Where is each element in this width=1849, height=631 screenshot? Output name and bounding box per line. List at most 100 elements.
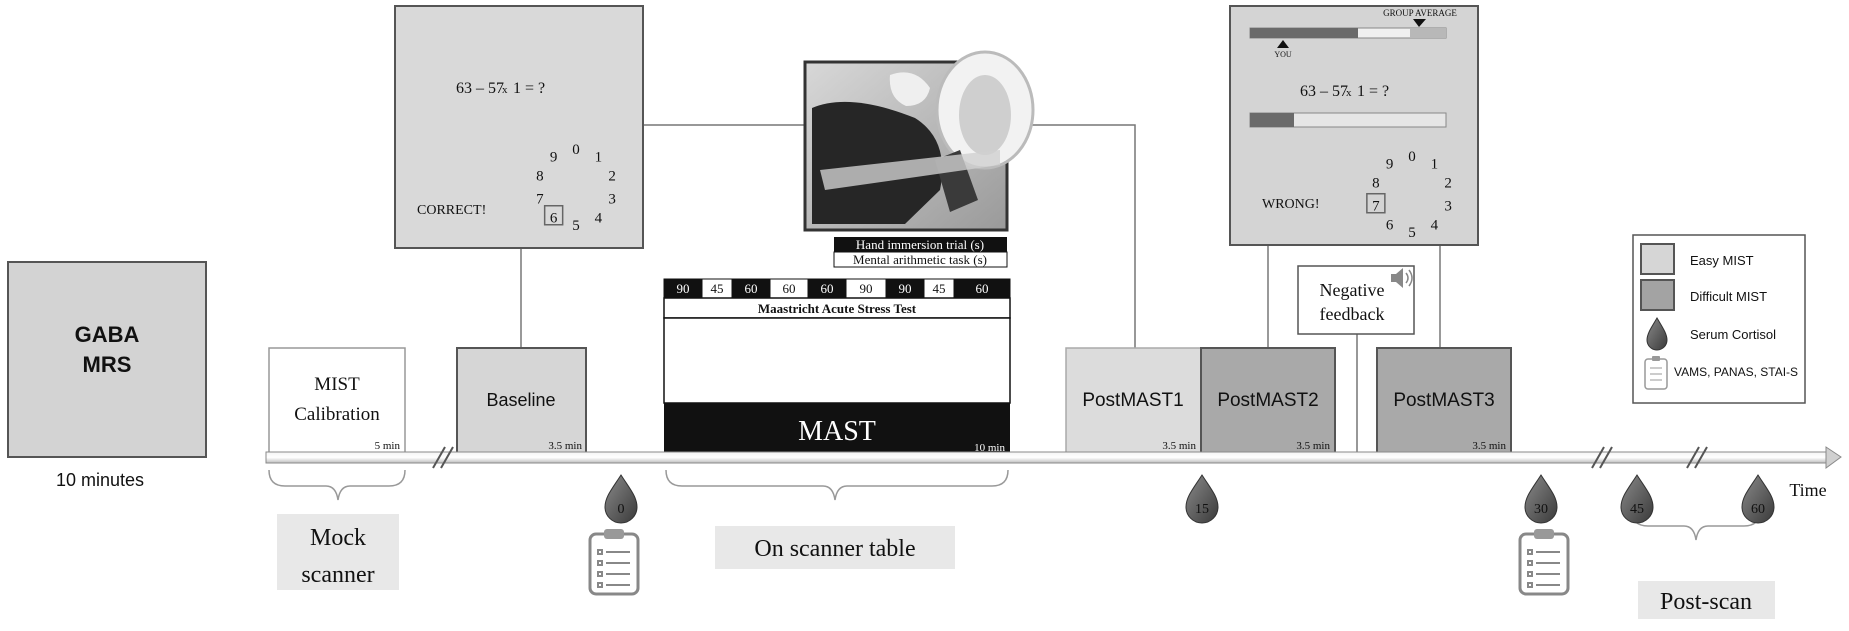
mast-segment-value: 90 <box>899 281 912 296</box>
negative-feedback-line1: Negative <box>1320 280 1385 300</box>
cortisol-drops: 0 15 30 45 60 <box>604 474 1775 524</box>
calibration-duration: 5 min <box>375 440 401 452</box>
cortisol-drop-icon <box>604 474 638 524</box>
dial-digit: 2 <box>608 168 616 184</box>
cortisol-drop-icon <box>1620 474 1654 524</box>
clipboard-icon <box>1518 529 1570 596</box>
dial-digit: 9 <box>550 149 558 165</box>
cortisol-sample-label: 45 <box>1630 502 1644 517</box>
clipboard-icon <box>1644 356 1668 390</box>
dial-digit: 6 <box>1386 218 1394 234</box>
cortisol-sample-label: 30 <box>1534 502 1548 517</box>
dial-digit: 1 <box>595 149 603 165</box>
time-label: Time <box>1789 480 1826 500</box>
postmast1-label: PostMAST1 <box>1082 390 1183 411</box>
block-postmast1: PostMAST1 3.5 min <box>1065 347 1202 456</box>
post-scan-label: Post-scan <box>1660 589 1752 615</box>
dial-digit: 5 <box>572 218 580 234</box>
legend-questionnaires-label: VAMS, PANAS, STAI-S <box>1674 365 1798 379</box>
dial-digit: 7 <box>536 192 544 208</box>
mast-segment-value: 90 <box>677 281 690 296</box>
dial-digit: 0 <box>572 142 580 158</box>
block-mist-calibration: MIST Calibration 5 min <box>268 347 406 456</box>
mast-segment-value: 45 <box>711 281 724 296</box>
scanner-table-label: On scanner table <box>754 536 915 562</box>
postmast3-duration: 3.5 min <box>1472 440 1506 452</box>
time-axis <box>265 446 1842 469</box>
calibration-label-line1: MIST <box>314 374 360 395</box>
baseline-label: Baseline <box>486 390 555 410</box>
group-average-marker <box>1413 19 1426 27</box>
easy-equation-x: x <box>502 84 508 96</box>
legend-hand-immersion: Hand immersion trial (s) <box>856 237 984 252</box>
hard-feedback: WRONG! <box>1262 197 1320 212</box>
dial-digit: 8 <box>536 168 544 184</box>
cortisol-drop-icon <box>1185 474 1219 524</box>
legend-mental-arithmetic: Mental arithmetic task (s) <box>853 252 987 267</box>
hard-equation-right: 1 = ? <box>1357 83 1389 100</box>
mast-segment-value: 60 <box>821 281 834 296</box>
legend-easy-label: Easy MIST <box>1690 253 1754 268</box>
mast-segment-value: 60 <box>783 281 796 296</box>
block-postmast3: PostMAST3 3.5 min <box>1376 347 1512 456</box>
clipboard-icon <box>588 529 640 596</box>
phase-on-scanner-table: On scanner table <box>715 526 955 569</box>
cortisol-sample-label: 0 <box>618 502 625 517</box>
mast-title: Maastricht Acute Stress Test <box>758 301 917 316</box>
mast-segment-value: 60 <box>745 281 758 296</box>
postmast3-label: PostMAST3 <box>1393 390 1494 411</box>
phase-mock-scanner: Mock scanner <box>277 514 399 590</box>
negative-feedback-line2: feedback <box>1320 304 1385 324</box>
gaba-duration: 10 minutes <box>56 470 144 490</box>
dial-digit: 7 <box>1372 199 1380 215</box>
selected-digit-box <box>1366 192 1386 214</box>
difficult-mist-screen: GROUP AVERAGE YOU 63 – 57 x 1 = ? WRONG!… <box>1229 5 1479 246</box>
axis-break-marks <box>432 446 1708 469</box>
scanner-photo <box>803 50 1035 232</box>
legend-box: Easy MIST Difficult MIST Serum Cortisol … <box>1632 234 1806 404</box>
dial-digit: 5 <box>1408 225 1416 241</box>
legend-cortisol-label: Serum Cortisol <box>1690 327 1776 342</box>
negative-feedback-box: Negative feedback <box>1297 265 1415 335</box>
phase-post-scan: Post-scan <box>1638 581 1775 619</box>
mock-label-line2: scanner <box>301 562 374 588</box>
baseline-duration: 3.5 min <box>548 440 582 452</box>
cortisol-sample-label: 15 <box>1195 502 1209 517</box>
you-marker <box>1277 40 1289 48</box>
dial-digit: 2 <box>1444 175 1452 191</box>
hard-equation-left: 63 – 57 <box>1300 83 1348 100</box>
you-label: YOU <box>1274 50 1292 59</box>
legend-difficult-swatch <box>1640 279 1675 311</box>
phase-braces <box>268 469 1761 541</box>
mrs-label: MRS <box>83 352 132 377</box>
easy-equation-left: 63 – 57 <box>456 80 504 97</box>
block-mast: MAST 10 min <box>664 403 1010 455</box>
mast-segment-value: 90 <box>860 281 873 296</box>
cortisol-sample-label: 60 <box>1751 502 1765 517</box>
easy-feedback: CORRECT! <box>417 203 486 218</box>
legend-difficult-label: Difficult MIST <box>1690 289 1767 304</box>
dial-digit: 0 <box>1408 149 1416 165</box>
cortisol-drop-icon <box>1524 474 1558 524</box>
easy-equation-right: 1 = ? <box>513 80 545 97</box>
dial-digit: 8 <box>1372 175 1380 191</box>
gaba-label: GABA <box>75 322 140 347</box>
gaba-mrs-block: GABA MRS <box>7 261 207 458</box>
mast-duration: 10 min <box>974 442 1005 454</box>
drop-icon <box>1646 317 1668 351</box>
dial-digit: 3 <box>1444 199 1452 215</box>
mast-title-row: Maastricht Acute Stress Test <box>663 297 1011 404</box>
dial-digit: 4 <box>1431 218 1439 234</box>
mast-segment-value: 60 <box>976 281 989 296</box>
dial-digit: 6 <box>550 211 558 227</box>
mock-label-line1: Mock <box>310 525 366 551</box>
dial-digit: 3 <box>608 192 616 208</box>
dial-digit: 4 <box>595 211 603 227</box>
block-postmast2: PostMAST2 3.5 min <box>1200 347 1336 456</box>
postmast2-duration: 3.5 min <box>1296 440 1330 452</box>
mast-label: MAST <box>798 416 876 447</box>
